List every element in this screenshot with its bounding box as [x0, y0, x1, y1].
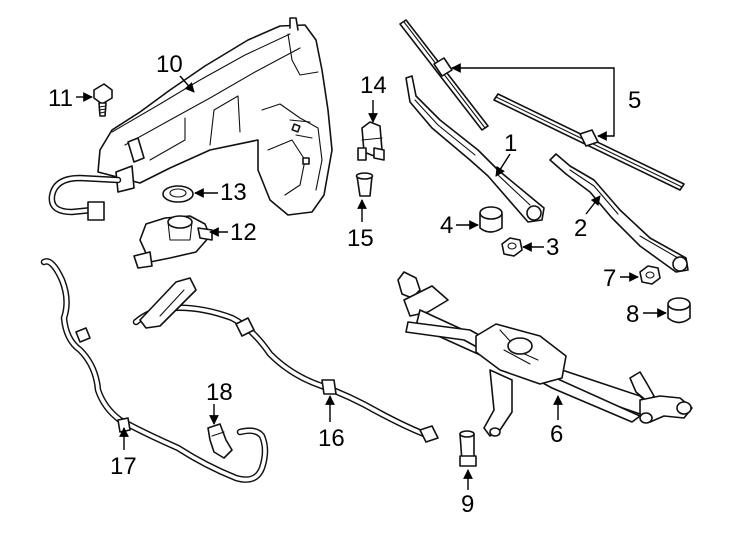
callout-label-15: 15	[347, 225, 374, 252]
callout-7: 7	[603, 265, 639, 292]
callout-label-3: 3	[546, 234, 559, 261]
hose-connector	[207, 423, 233, 459]
pump-grommet	[355, 172, 374, 197]
callout-8: 8	[626, 301, 667, 328]
washer-hose-front	[132, 277, 439, 443]
callout-label-13: 13	[220, 179, 247, 206]
callout-label-10: 10	[156, 51, 183, 78]
callout-13: 13	[194, 179, 247, 206]
leader-arrow-2	[585, 195, 601, 215]
callout-label-8: 8	[626, 301, 639, 328]
reservoir-bolt	[93, 83, 113, 117]
callout-label-11: 11	[48, 85, 73, 112]
callout-5: 5	[451, 63, 641, 141]
washer-reservoir	[97, 17, 333, 216]
arm-nut-left	[501, 237, 523, 257]
callout-15: 15	[347, 199, 374, 252]
callout-label-12: 12	[230, 219, 257, 246]
callout-1: 1	[495, 130, 517, 177]
washer-pump	[357, 121, 385, 161]
arm-cap-left	[479, 206, 503, 233]
leader-arrow-5b	[597, 100, 615, 141]
callout-10: 10	[156, 51, 195, 93]
callout-label-4: 4	[440, 212, 453, 239]
callout-12: 12	[209, 219, 257, 246]
wiper-linkage-motor	[397, 271, 693, 437]
callout-label-16: 16	[318, 425, 345, 452]
callout-3: 3	[522, 234, 559, 261]
callout-label-17: 17	[110, 453, 137, 480]
reservoir-filler-hose	[48, 174, 122, 221]
callout-label-18: 18	[206, 379, 233, 406]
linkage-grommet	[459, 430, 477, 467]
callout-11: 11	[48, 85, 93, 112]
pump-bracket	[133, 215, 213, 269]
callout-label-5: 5	[628, 87, 641, 114]
washer-hose-long	[40, 258, 269, 483]
callout-label-2: 2	[574, 215, 587, 242]
filler-seal	[162, 185, 194, 203]
wiper-blade-right	[493, 93, 685, 191]
leader-arrow-1	[495, 153, 511, 177]
callout-14: 14	[360, 72, 387, 123]
callout-label-9: 9	[461, 491, 474, 518]
leader-arrow-5a	[451, 63, 615, 100]
callout-9: 9	[461, 469, 474, 518]
callout-4: 4	[440, 212, 479, 239]
arm-nut-right	[639, 265, 661, 285]
callout-label-14: 14	[360, 72, 387, 99]
callout-16: 16	[318, 395, 345, 452]
arm-cap-right	[667, 297, 691, 324]
callout-label-7: 7	[603, 265, 616, 292]
callout-label-6: 6	[550, 421, 563, 448]
leader-arrow-10	[179, 75, 195, 93]
wiper-arm-right	[549, 153, 689, 273]
callout-17: 17	[110, 427, 137, 480]
wiper-arm-left	[405, 75, 545, 223]
callout-18: 18	[206, 379, 233, 425]
callout-label-1: 1	[504, 130, 517, 157]
wiper-blade-left	[399, 19, 489, 131]
callout-6: 6	[550, 395, 563, 448]
callout-2: 2	[574, 195, 601, 242]
